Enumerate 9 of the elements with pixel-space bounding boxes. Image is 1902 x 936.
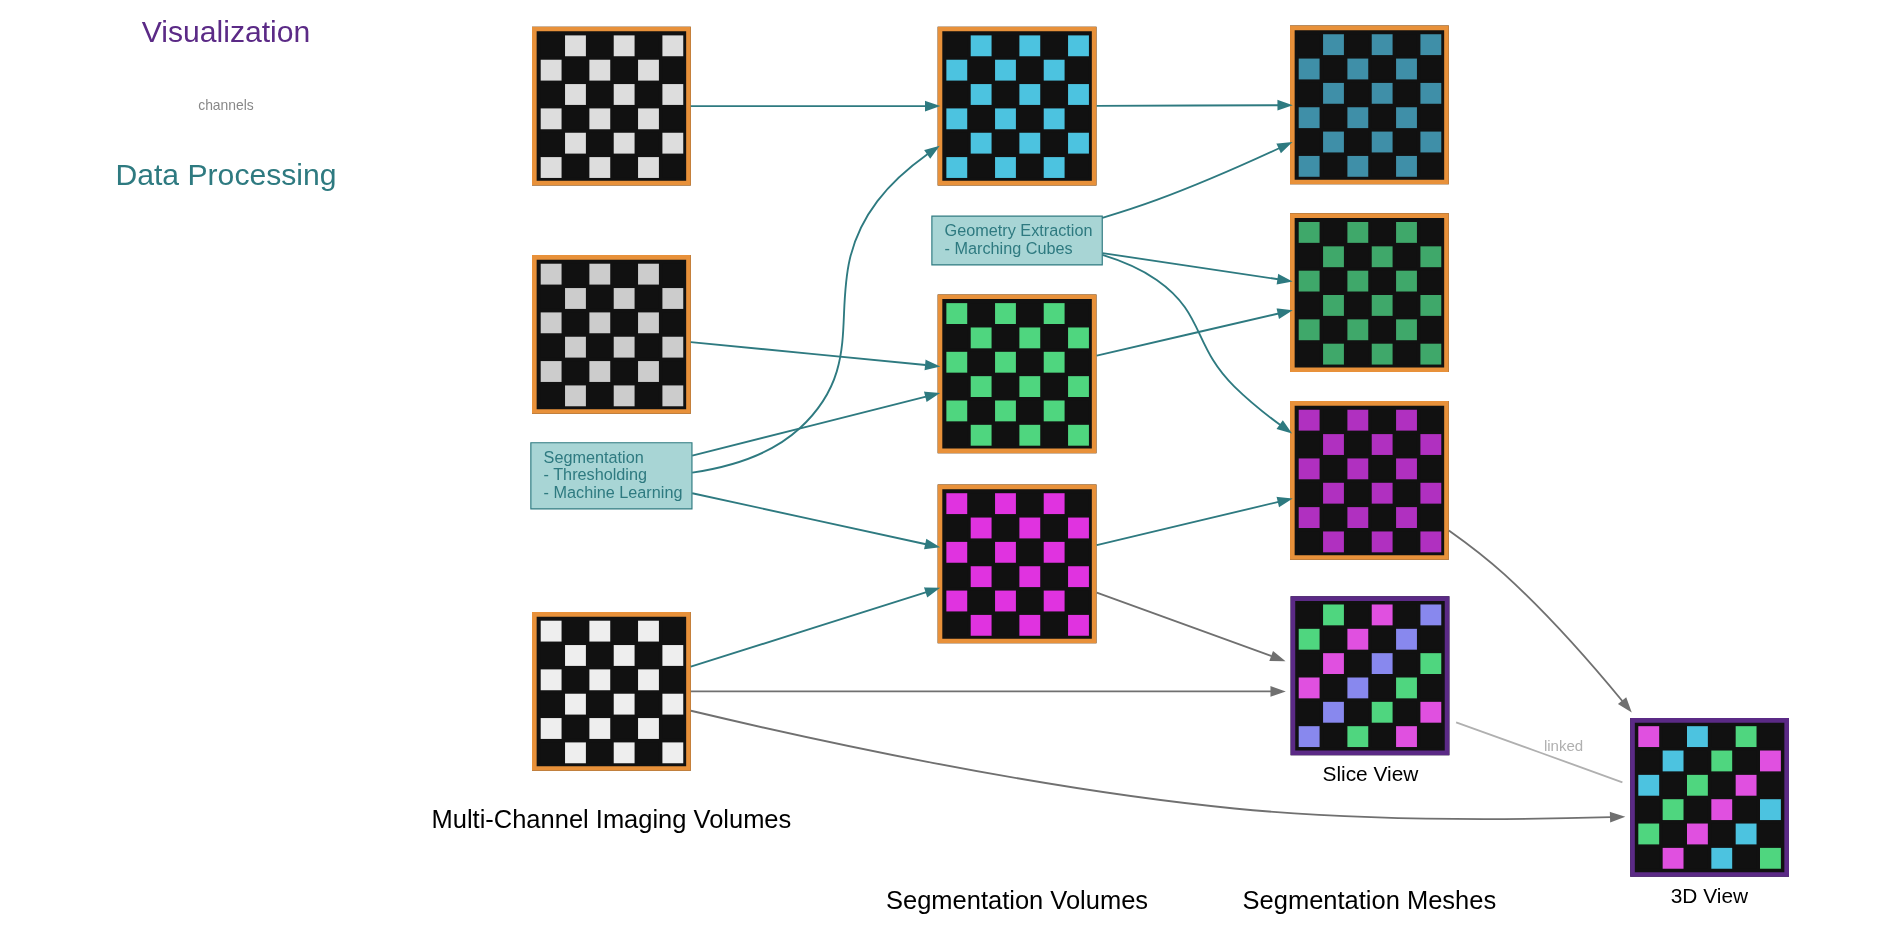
label: Visualization: [141, 14, 311, 48]
label: Multi-Channel Imaging Volumes: [431, 804, 792, 833]
label: Data Processing: [115, 158, 337, 192]
node-label: 3D View: [1670, 883, 1749, 907]
label: Segmentation Volumes: [886, 885, 1149, 914]
node-label: Slice View: [1322, 762, 1419, 786]
edge-label: linked: [1543, 736, 1584, 754]
label: channels: [198, 96, 254, 113]
label: Segmentation Meshes: [1242, 885, 1497, 914]
